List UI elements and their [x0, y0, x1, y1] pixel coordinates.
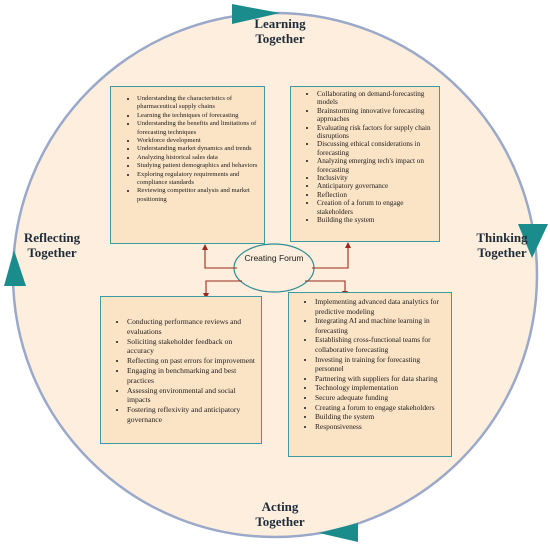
list-item: Engaging in benchmarking and best practi… [127, 366, 257, 386]
acting-activities-box: Implementing advanced data analytics for… [288, 292, 452, 457]
list-item: Workforce development [137, 137, 260, 145]
list-item: Evaluating risk factors for supply chain… [317, 124, 435, 141]
thinking-list: Collaborating on demand-forecasting mode… [291, 90, 439, 225]
list-item: Understanding the characteristics of pha… [137, 95, 260, 112]
list-item: Creation of a forum to engage stakeholde… [317, 199, 435, 216]
list-item: Analyzing emerging tech's impact on fore… [317, 157, 435, 174]
list-item: Building the system [317, 216, 435, 224]
list-item: Creating a forum to engage stakeholders [315, 403, 447, 413]
list-item: Building the system [315, 412, 447, 422]
list-item: Understanding the benefits and limitatio… [137, 120, 260, 137]
list-item: Collaborating on demand-forecasting mode… [317, 90, 435, 107]
list-item: Partnering with suppliers for data shari… [315, 374, 447, 384]
list-item: Conducting performance reviews and evalu… [127, 317, 257, 337]
cycle-arrow-top [232, 4, 280, 24]
list-item: Reviewing competitor analysis and market… [137, 187, 260, 204]
list-item: Brainstorming innovative forecasting app… [317, 107, 435, 124]
learning-list: Understanding the characteristics of pha… [111, 95, 264, 204]
list-item: Anticipatory governance [317, 182, 435, 190]
creating-forum-label: Creating Forum [244, 253, 304, 263]
reflecting-list: Conducting performance reviews and evalu… [101, 317, 261, 425]
list-item: Secure adequate funding [315, 393, 447, 403]
cycle-arrow-left [4, 250, 26, 286]
list-item: Understanding market dynamics and trends [137, 145, 260, 153]
connector-to-thinking [312, 242, 351, 269]
list-item: Exploring regulatory requirements and co… [137, 171, 260, 188]
list-item: Technology implementation [315, 383, 447, 393]
list-item: Implementing advanced data analytics for… [315, 297, 447, 316]
list-item: Assessing environmental and social impac… [127, 386, 257, 406]
list-item: Learning the techniques of forecasting [137, 112, 260, 120]
connectors [202, 242, 351, 299]
list-item: Establishing cross-functional teams for … [315, 335, 447, 354]
list-item: Studying patient demographics and behavi… [137, 162, 260, 170]
list-item: Investing in training for forecasting pe… [315, 355, 447, 374]
connector-to-learning [202, 244, 237, 269]
list-item: Responsiveness [315, 422, 447, 432]
list-item: Integrating AI and machine learning in f… [315, 316, 447, 335]
reflecting-activities-box: Conducting performance reviews and evalu… [100, 296, 262, 444]
cycle-arrow-right [518, 224, 548, 258]
cycle-arrow-bottom [319, 523, 358, 542]
creating-forum-node [233, 243, 315, 293]
learning-activities-box: Understanding the characteristics of pha… [110, 86, 265, 244]
list-item: Inclusivity [317, 174, 435, 182]
connector-to-acting [305, 280, 348, 297]
thinking-activities-box: Collaborating on demand-forecasting mode… [290, 86, 440, 242]
list-item: Discussing ethical considerations in for… [317, 140, 435, 157]
list-item: Fostering reflexivity and anticipatory g… [127, 405, 257, 425]
connector-to-reflecting [203, 280, 242, 299]
list-item: Reflecting on past errors for improvemen… [127, 356, 257, 366]
acting-list: Implementing advanced data analytics for… [289, 297, 451, 431]
list-item: Analyzing historical sales data [137, 154, 260, 162]
list-item: Soliciting stakeholder feedback on accur… [127, 337, 257, 357]
list-item: Reflection [317, 191, 435, 199]
